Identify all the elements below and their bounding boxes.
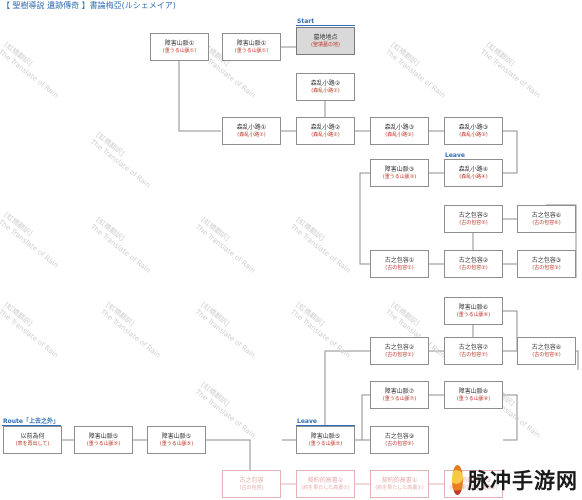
area-node: 障害山脈⑤(重うる山脈⑤) [147, 426, 206, 454]
connector [503, 130, 518, 174]
connector [361, 394, 370, 441]
area-node: 障害山脈③(重うる山脈③) [370, 159, 429, 187]
page-title: 【 聖樹導説 遺跡傳奇 】書論梅亞(ルシェメイア) [2, 1, 176, 10]
leave-marker-underline [296, 425, 355, 426]
area-node: 古之包容①(古の包容①) [370, 250, 429, 278]
area-node: 森乱小路②(森乱小路②) [296, 117, 355, 145]
route-marker: Route「上去之外」 [3, 418, 59, 425]
leave-marker: Leave [297, 418, 317, 425]
faded-node: 古之包容(古の包容) [222, 470, 281, 498]
area-node: 森乱小路③(森乱小路③) [370, 117, 429, 145]
connector [359, 172, 370, 265]
faded-node: 契約的高書②(約を果たした高書②) [296, 470, 355, 498]
area-node: 古之包容③(古の包容③) [517, 250, 576, 278]
site-logo: 脉冲手游网 [452, 464, 578, 496]
route-marker-underline [2, 425, 61, 426]
connector [503, 394, 518, 441]
logo-icon [452, 465, 463, 495]
area-node: 障害山脈⑤(重うる山脈⑤) [74, 426, 133, 454]
leave-marker: Leave [445, 152, 465, 159]
start-marker: Start [297, 18, 315, 25]
area-node: 古之包容⑧(古の包容⑧) [517, 337, 576, 365]
area-node: 森乱小路①(森乱小路①) [222, 117, 281, 145]
area-node: 障害山脈⑦(重うる山脈⑦) [370, 381, 429, 409]
area-node: 障害山脈⑥(重うる山脈⑥) [444, 297, 503, 325]
area-node: 障害山脈⑧(重うる山脈⑧) [444, 381, 503, 409]
area-node: 森乱小路③(森乱小路③) [444, 117, 503, 145]
logo-text: 脉冲手游网 [468, 469, 578, 493]
area-node: 森乱小路②(森乱小路②) [296, 73, 355, 101]
connector [576, 350, 579, 370]
area-node: 古之包容⑦(古の包容⑦) [444, 337, 503, 365]
connector [178, 61, 221, 132]
connector [324, 350, 370, 426]
connector [503, 310, 518, 352]
area-node: 古之包容⑤(古の包容⑤) [444, 205, 503, 233]
area-node: 森乱小路④(森乱小路④) [444, 159, 503, 187]
start-marker-underline [296, 25, 355, 26]
area-node: 障害山脈⑤(重うる山脈⑤) [296, 426, 355, 454]
start-node: 墓地地点(聖墳墓の地) [296, 27, 355, 55]
area-node: 以前為何(表を再出して) [3, 426, 62, 454]
area-node: 障害山脈①(重うる山脈①) [150, 33, 209, 61]
area-node: 古之包容②(古の包容②) [370, 337, 429, 365]
area-node: 古之包容②(古の包容②) [444, 250, 503, 278]
area-node: 古之包容⑨(古の包容⑨) [370, 426, 429, 454]
faded-node: 契約的高書①(約を果たした高書①) [370, 470, 429, 498]
area-node: 古之包容⑥(古の包容⑥) [517, 205, 576, 233]
connector [206, 439, 251, 470]
area-node: 障害山脈①(重うる山脈①) [222, 33, 281, 61]
